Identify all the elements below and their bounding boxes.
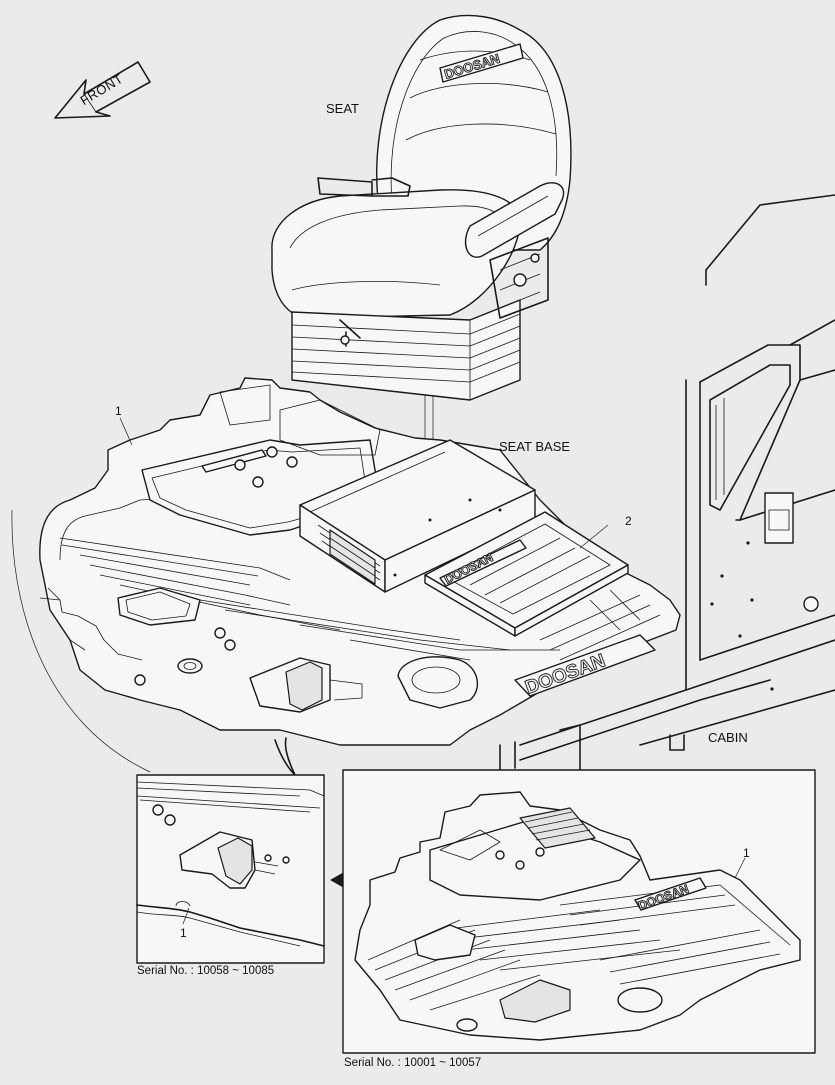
seat-label: SEAT (326, 101, 359, 116)
seat-tray: DOOSAN (424, 511, 629, 637)
inset-box: DOOSAN (342, 769, 816, 1054)
callout-mat: 1 (115, 404, 122, 418)
serial-inset-label: Serial No. : 10001 ~ 10057 (344, 1057, 482, 1069)
callout-tray: 2 (625, 514, 632, 528)
serial-detail-label: Serial No. : 10058 ~ 10085 (137, 965, 275, 977)
seat-base-label: SEAT BASE (499, 439, 571, 454)
seat-assembly: DOOSAN (271, 14, 572, 401)
seat-base (299, 439, 536, 593)
cabin-label: CABIN (708, 730, 748, 745)
callout-detail-mat: 1 (180, 926, 187, 940)
detail-box (136, 774, 325, 964)
front-arrow-icon (54, 61, 151, 119)
cabin-frame (499, 194, 835, 771)
callout-inset-mat: 1 (743, 846, 750, 860)
